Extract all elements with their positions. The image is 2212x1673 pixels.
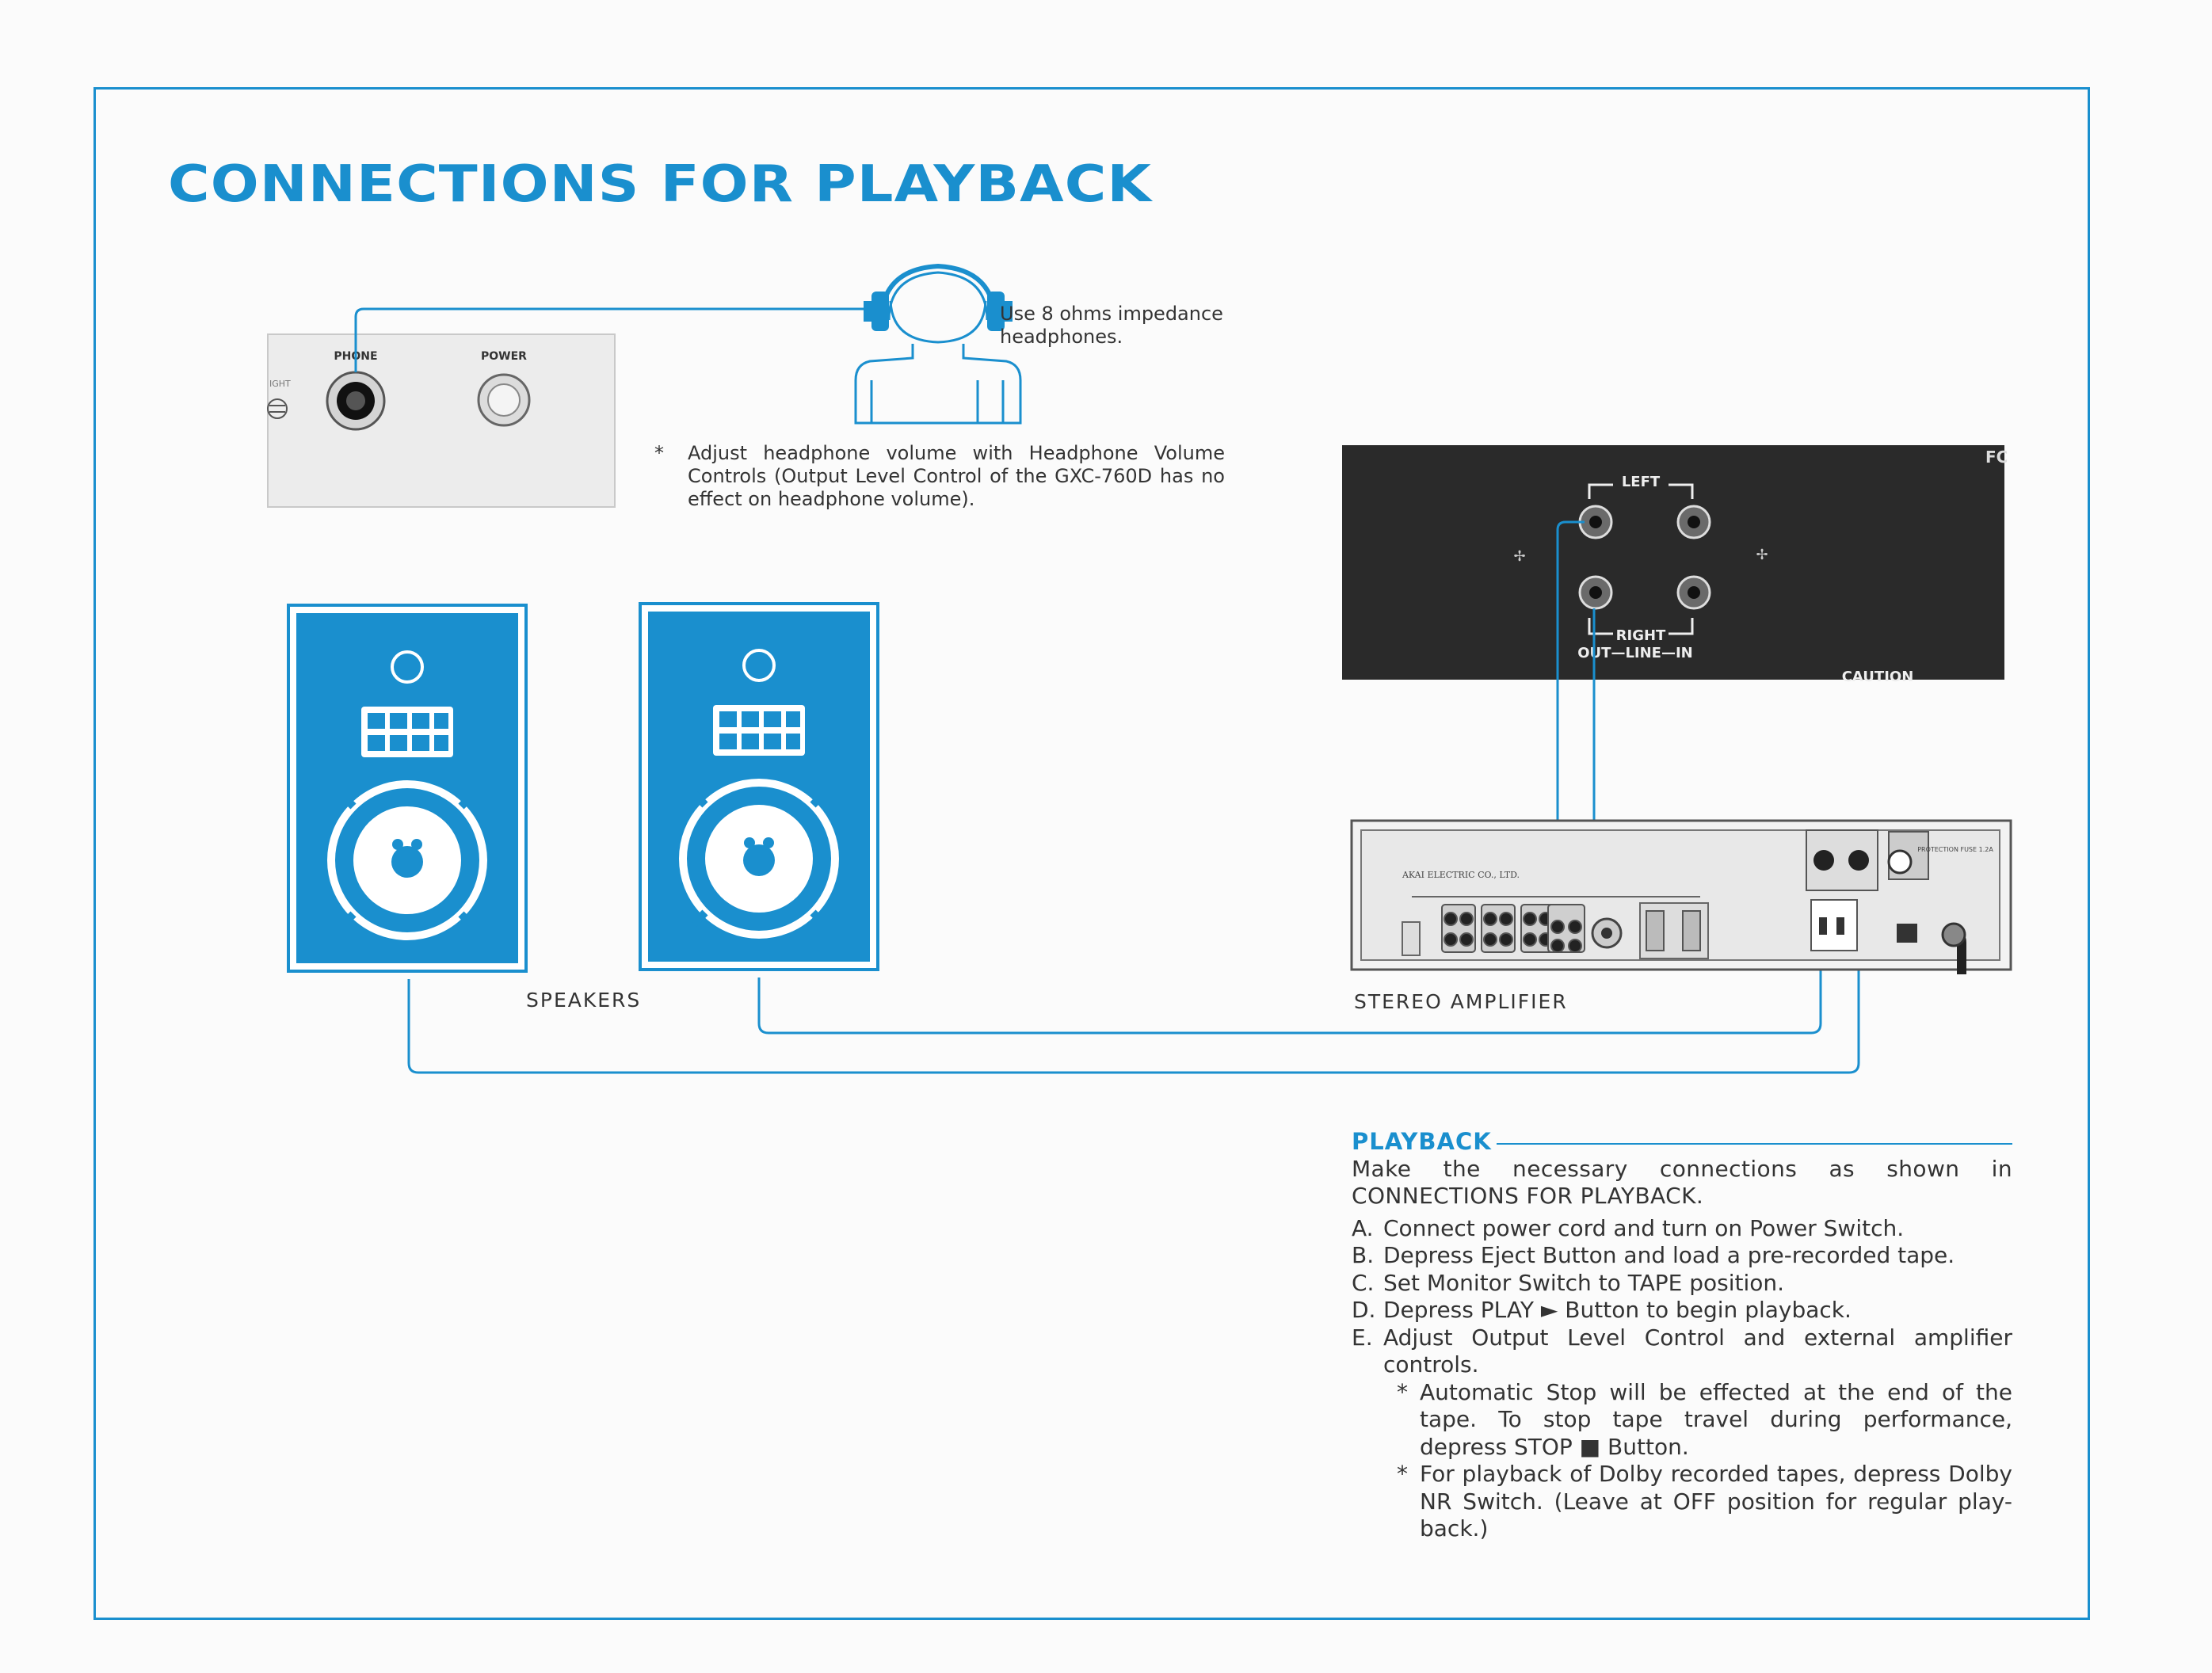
head-outline	[891, 301, 986, 342]
playback-section: PLAYBACK Make the necessary connections …	[1352, 1128, 2012, 1543]
headphone-impedance-note: Use 8 ohms impedance headphones.	[1000, 303, 1253, 349]
step-letter: D.	[1352, 1297, 1383, 1324]
note-star: *	[654, 442, 664, 465]
amplifier-rear-panel: AKAI ELECTRIC CO., LTD. PROTECTION FUSE …	[1352, 821, 2011, 974]
knob-icon	[268, 399, 287, 418]
screw-icon: ✢	[1513, 548, 1525, 565]
playback-rule	[1497, 1143, 2012, 1145]
note-star: *	[1385, 1461, 1420, 1543]
note-text: For playback of Dolby recorded tapes, de…	[1420, 1461, 2012, 1543]
note-text: Adjust headphone volume with Headphone V…	[654, 442, 1225, 511]
playback-title: PLAYBACK	[1352, 1128, 1492, 1156]
playback-note: * For playback of Dolby recorded tapes, …	[1385, 1461, 2012, 1543]
right-label: RIGHT	[1616, 627, 1666, 644]
note-star: *	[1385, 1379, 1420, 1461]
step-letter: C.	[1352, 1270, 1383, 1298]
step-letter: B.	[1352, 1242, 1383, 1270]
playback-step: C. Set Monitor Switch to TAPE position.	[1352, 1270, 2012, 1298]
note-text: Automatic Stop will be effected at the e…	[1420, 1379, 2012, 1461]
corner-label: FC	[1985, 448, 2008, 467]
side-label: IGHT	[269, 379, 291, 389]
amplifier-caption: STEREO AMPLIFIER	[1354, 990, 1568, 1013]
power-label: POWER	[481, 350, 527, 363]
speakers-caption: SPEAKERS	[526, 989, 641, 1012]
playback-step: E. Adjust Output Level Control and exter…	[1352, 1324, 2012, 1379]
playback-step: A. Connect power cord and turn on Power …	[1352, 1215, 2012, 1243]
caution-label: CAUTION	[1842, 669, 1914, 685]
step-text: Depress PLAY ► Button to begin playback.	[1383, 1297, 2012, 1324]
headphone-volume-note: * Adjust headphone volume with Headphone…	[654, 442, 1225, 511]
fuse-icon	[1889, 851, 1911, 873]
headphone-panel: PHONE POWER IGHT	[268, 334, 615, 507]
right-speaker	[640, 604, 878, 970]
speaker-terminal-right	[1848, 850, 1869, 871]
step-text: Adjust Output Level Control and external…	[1383, 1324, 2012, 1379]
playback-intro: Make the necessary connections as shown …	[1352, 1156, 2012, 1210]
step-letter: E.	[1352, 1324, 1383, 1379]
input-jacks	[1442, 905, 1585, 952]
speaker-terminal-left	[1813, 850, 1834, 871]
maker-label: AKAI ELECTRIC CO., LTD.	[1402, 870, 1520, 880]
headphones-icon	[856, 266, 1020, 423]
playback-header: PLAYBACK	[1352, 1128, 2012, 1156]
left-speaker	[288, 605, 526, 971]
step-letter: A.	[1352, 1215, 1383, 1243]
step-text: Depress Eject Button and load a pre-reco…	[1383, 1242, 2012, 1270]
deck-rear-panel: FC LEFT RIGHT OUT—LINE—IN CAUTION ✢ ✢	[1342, 445, 2008, 685]
playback-step: B. Depress Eject Button and load a pre-r…	[1352, 1242, 2012, 1270]
step-text: Set Monitor Switch to TAPE position.	[1383, 1270, 2012, 1298]
step-text: Connect power cord and turn on Power Swi…	[1383, 1215, 2012, 1243]
playback-step: D. Depress PLAY ► Button to begin playba…	[1352, 1297, 2012, 1324]
protection-label: PROTECTION FUSE 1.2A	[1917, 846, 1993, 853]
screw-icon: ✢	[1756, 547, 1768, 563]
left-label: LEFT	[1622, 474, 1661, 490]
playback-note: * Automatic Stop will be effected at the…	[1385, 1379, 2012, 1461]
